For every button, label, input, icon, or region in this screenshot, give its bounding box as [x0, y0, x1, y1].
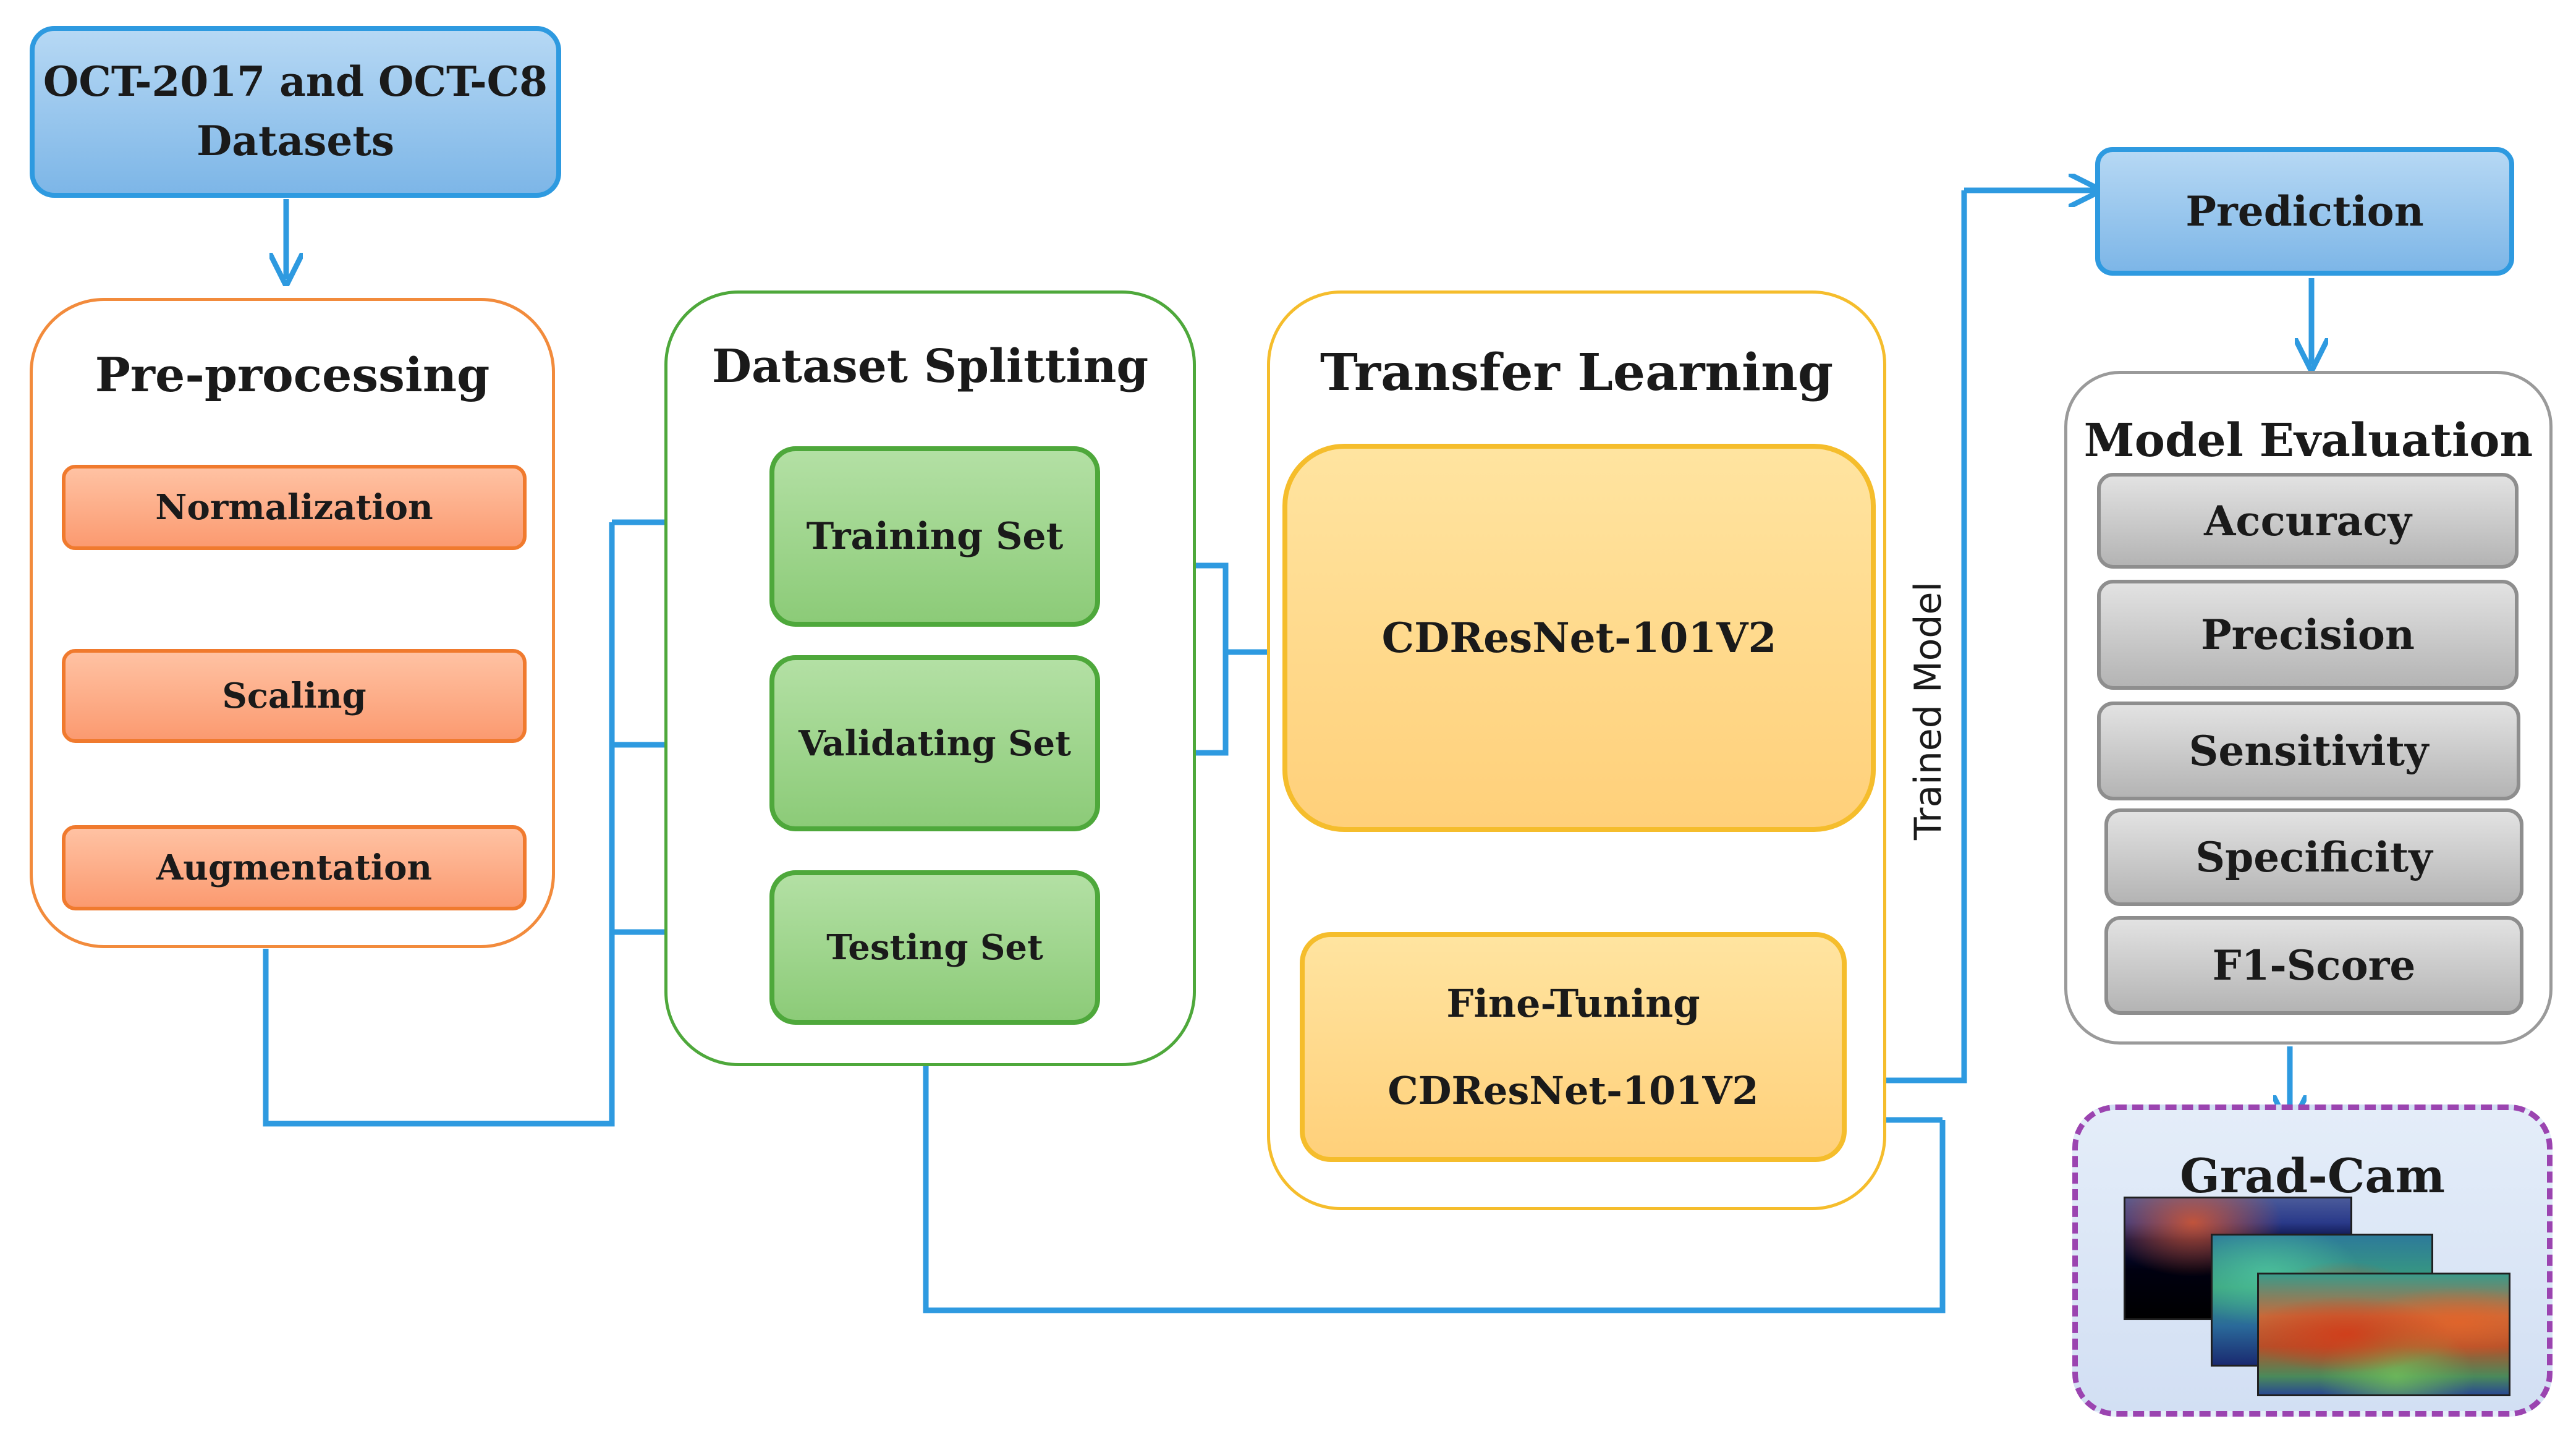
normalization-step: Normalization [62, 465, 527, 550]
datasets-label-line2: Datasets [196, 117, 395, 165]
scaling-step: Scaling [62, 649, 527, 743]
datasets-box: OCT-2017 and OCT-C8 Datasets [30, 26, 561, 198]
evaluation-title: Model Evaluation [2083, 414, 2533, 467]
finetuning-label-line2: CDResNet-101V2 [1388, 1068, 1759, 1113]
finetuning-box: Fine-Tuning CDResNet-101V2 [1300, 932, 1847, 1162]
splitting-title: Dataset Splitting [711, 340, 1149, 393]
metric-accuracy: Accuracy [2097, 473, 2519, 569]
trained-model-label: Trained Model [1907, 581, 1950, 841]
augmentation-step: Augmentation [62, 825, 527, 910]
gradcam-image-front [2257, 1273, 2510, 1396]
transfer-learning-title: Transfer Learning [1320, 343, 1834, 402]
gradcam-container: Grad-Cam [2072, 1104, 2553, 1417]
gradcam-title: Grad-Cam [2179, 1148, 2446, 1203]
prediction-box: Prediction [2095, 147, 2514, 276]
cdresnet-box: CDResNet-101V2 [1282, 444, 1876, 832]
finetuning-label-line1: Fine-Tuning [1446, 981, 1700, 1026]
line-preprocessing-to-splitting [263, 522, 615, 1127]
line-trained-model [1856, 190, 1967, 1083]
metric-precision: Precision [2097, 580, 2519, 690]
validating-set-box: Validating Set [769, 655, 1100, 831]
metric-f1-score: F1-Score [2104, 916, 2523, 1015]
metric-sensitivity: Sensitivity [2097, 702, 2520, 800]
testing-set-box: Testing Set [769, 870, 1100, 1025]
training-set-box: Training Set [769, 446, 1100, 627]
datasets-label-line1: OCT-2017 and OCT-C8 [43, 57, 548, 106]
line-testing-to-finetuning [923, 1025, 1946, 1313]
metric-specificity: Specificity [2104, 808, 2523, 906]
preprocessing-title: Pre-processing [95, 347, 490, 402]
